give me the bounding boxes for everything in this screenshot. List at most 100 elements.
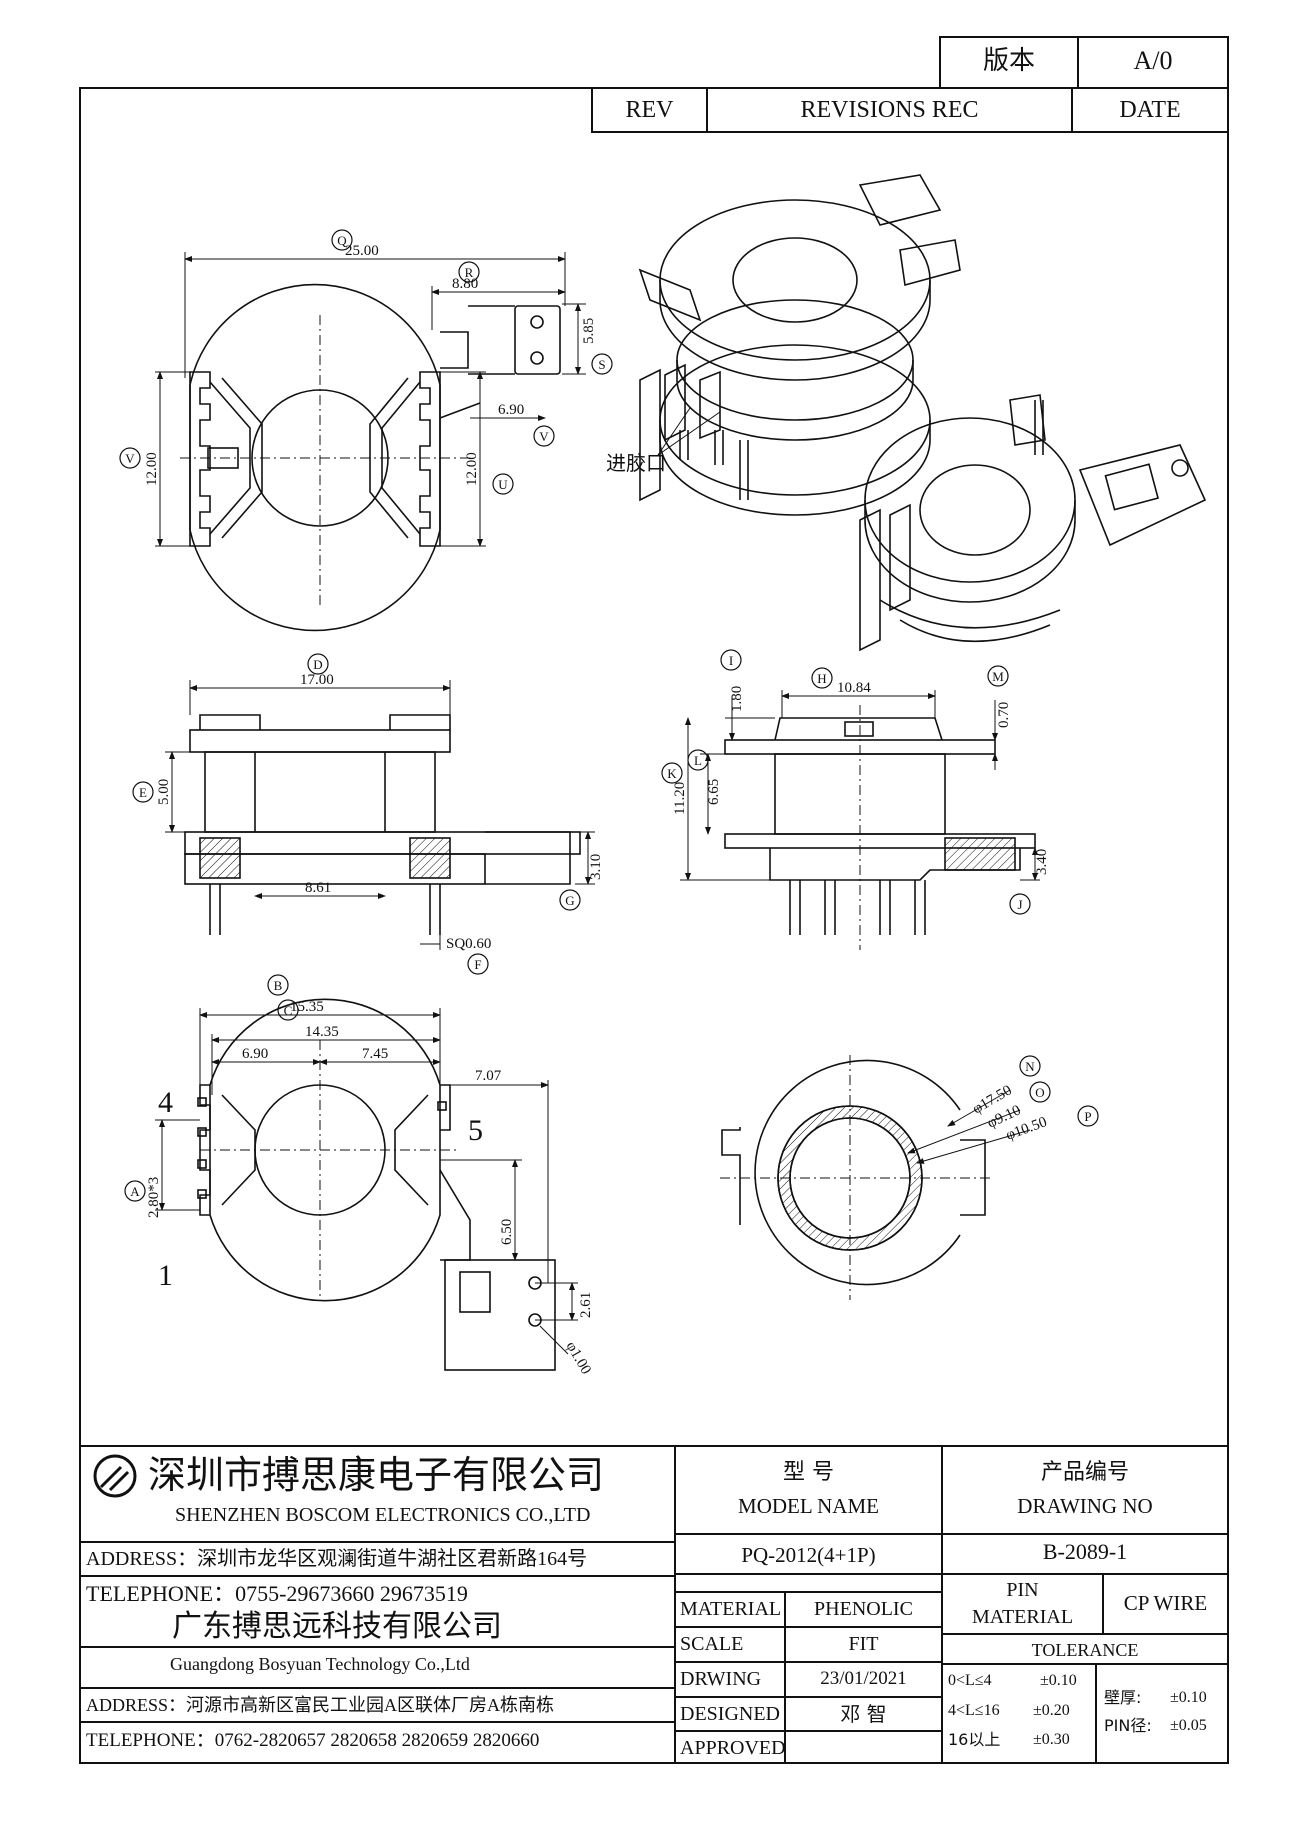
dim-V-tab-value: 6.90 xyxy=(498,402,524,418)
approved-label: APPROVED xyxy=(680,1737,786,1759)
callout-Q: Q xyxy=(337,233,347,248)
callout-K: K xyxy=(667,766,677,781)
callout-U: U xyxy=(498,477,508,492)
front-view-dim-text: 17.00 5.00 8.61 3.10 SQ0.60 xyxy=(156,672,604,952)
scale-label: SCALE xyxy=(680,1633,744,1655)
pin-material-label-1: PIN xyxy=(1006,1579,1039,1601)
version-label: 版本 xyxy=(982,46,1035,76)
revisions-rec-label: REVISIONS REC xyxy=(800,97,979,123)
tol-row1-range: 0<L≤4 xyxy=(948,1672,992,1689)
isometric-view-1 xyxy=(638,174,961,516)
drwing-label: DRWING xyxy=(680,1668,762,1690)
tol-row1-value: ±0.10 xyxy=(1040,1672,1077,1689)
side-view-dim-text: 1.80 10.84 0.70 11.20 6.65 3.40 xyxy=(672,680,1050,875)
tol-row3-value: ±0.30 xyxy=(1033,1731,1070,1748)
pin-4-label: 4 xyxy=(158,1086,173,1119)
dim-B-value: 15.35 xyxy=(290,999,324,1015)
dim-R-value: 8.80 xyxy=(452,276,478,292)
drawing-no-cn: 产品编号 xyxy=(1040,1460,1129,1485)
dim-side-value: 7.07 xyxy=(475,1068,502,1084)
callout-L: L xyxy=(694,753,702,768)
material-value: PHENOLIC xyxy=(814,1598,913,1620)
dim-L-value: 6.65 xyxy=(706,779,722,805)
dim-I-value: 1.80 xyxy=(729,686,745,712)
tol-row2-range: 4<L≤16 xyxy=(948,1702,1000,1719)
callout-A: A xyxy=(130,1184,140,1199)
callout-F: F xyxy=(474,957,481,972)
dim-E-value: 5.00 xyxy=(156,779,172,805)
front-view xyxy=(184,714,581,935)
front-view-callouts xyxy=(132,653,581,975)
section-view xyxy=(720,1055,990,1300)
pin-numbers: 4 5 1 xyxy=(158,1086,483,1292)
designed-label: DESIGNED xyxy=(680,1703,780,1725)
gate-leader-2 xyxy=(657,411,721,456)
top-view-callouts xyxy=(119,229,613,495)
dim-hole-value: φ1.00 xyxy=(563,1339,594,1377)
front-view-callout-letters: D E G F xyxy=(139,657,575,972)
tol-row2-value: ±0.20 xyxy=(1033,1702,1070,1719)
dim-D-inner-value: 8.61 xyxy=(305,880,331,896)
tolerance-label: TOLERANCE xyxy=(1031,1640,1139,1660)
side-view-callout-letters: I H M K L J xyxy=(667,653,1022,912)
callout-S: S xyxy=(598,357,605,372)
callout-N: N xyxy=(1025,1059,1035,1074)
dim-S-value: 5.85 xyxy=(581,318,597,344)
dim-mid-value: 6.50 xyxy=(499,1219,515,1245)
callout-B: B xyxy=(274,978,283,993)
pin-material-value: CP WIRE xyxy=(1123,1591,1208,1615)
section-view-callout-letters: N O P xyxy=(1025,1059,1091,1124)
company-name-en: SHENZHEN BOSCOM ELECTRONICS CO.,LTD xyxy=(175,1504,591,1526)
dim-F-value: SQ0.60 xyxy=(446,936,491,952)
company-telephone: TELEPHONE：0755-29673660 29673519 xyxy=(86,1581,468,1606)
dim-B-right-value: 7.45 xyxy=(362,1046,388,1062)
pin-1-label: 1 xyxy=(158,1259,173,1292)
gate-leader-1 xyxy=(657,407,691,456)
designed-value: 邓 智 xyxy=(840,1702,887,1726)
company2-name-cn: 广东搏思远科技有限公司 xyxy=(172,1609,502,1644)
callout-I: I xyxy=(729,653,733,668)
bottom-view-dimensions xyxy=(155,1008,578,1355)
drawing-no-en: DRAWING NO xyxy=(1017,1494,1153,1518)
side-view-dimensions xyxy=(680,690,1040,881)
callout-R: R xyxy=(465,265,474,280)
top-view-callout-letters: Q R S V V U xyxy=(125,233,605,492)
section-view-callouts xyxy=(1019,1055,1099,1127)
scale-value: FIT xyxy=(848,1633,879,1655)
bottom-view xyxy=(197,998,556,1371)
date-label: DATE xyxy=(1119,97,1181,123)
bottom-view-callouts xyxy=(124,974,299,1202)
dim-M-value: 0.70 xyxy=(996,702,1012,728)
tol-row3-range: 16以上 xyxy=(948,1730,1001,1749)
isometric-view-2 xyxy=(859,394,1207,652)
top-view-dim-text: 25.00 8.80 5.85 6.90 12.00 12.00 xyxy=(144,243,597,486)
drwing-value: 23/01/2021 xyxy=(820,1668,907,1689)
callout-C: C xyxy=(284,1003,293,1018)
dim-H-value: 10.84 xyxy=(837,680,871,696)
callout-J: J xyxy=(1017,897,1022,912)
gate-label: 进胶口 xyxy=(606,451,666,475)
company2-address: ADDRESS：河源市高新区富民工业园A区联体厂房A栋南栋 xyxy=(86,1695,555,1715)
bottom-view-dim-text: 15.35 14.35 6.90 7.45 7.07 2.80*3 6.50 2… xyxy=(146,999,594,1377)
model-name-en: MODEL NAME xyxy=(738,1494,879,1518)
wall-thickness-value: ±0.10 xyxy=(1170,1689,1207,1706)
version-value: A/0 xyxy=(1133,46,1173,75)
company2-telephone: TELEPHONE：0762-2820657 2820658 2820659 2… xyxy=(86,1730,540,1751)
pin-5-label: 5 xyxy=(468,1114,483,1147)
callout-V-left: V xyxy=(125,451,135,466)
callout-E: E xyxy=(139,785,147,800)
dim-U-value: 12.00 xyxy=(464,452,480,486)
side-view xyxy=(724,705,1036,950)
model-value: PQ-2012(4+1P) xyxy=(741,1543,876,1567)
dim-G-value: 3.10 xyxy=(588,854,604,880)
model-name-cn: 型 号 xyxy=(783,1460,834,1485)
revision-block xyxy=(591,36,1229,133)
material-label: MATERIAL xyxy=(680,1598,782,1620)
front-view-dimensions xyxy=(165,680,595,950)
callout-O: O xyxy=(1035,1085,1044,1100)
side-view-callouts xyxy=(661,649,1031,915)
bottom-view-callout-letters: B C A xyxy=(130,978,292,1199)
callout-H: H xyxy=(817,671,826,686)
dim-V-value: 12.00 xyxy=(144,452,160,486)
